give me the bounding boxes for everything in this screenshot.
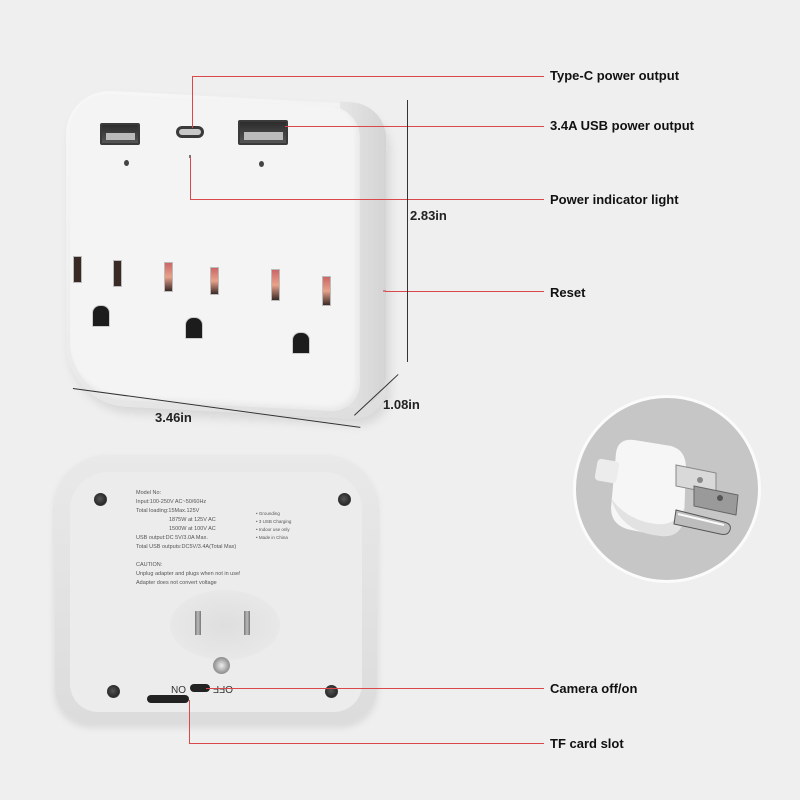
screw-top-right	[338, 493, 351, 506]
callout-tf-slot: TF card slot	[550, 736, 624, 751]
outlet-1-ground	[92, 305, 110, 327]
plug-detail-circle	[573, 395, 761, 583]
prong-shadow	[170, 590, 280, 660]
feature-made-in: • Made in China	[256, 535, 288, 540]
spec-line-1500w: 1500W at 100V AC	[169, 526, 216, 532]
outlet-2-ground	[185, 317, 203, 339]
indicator-led-right	[259, 161, 264, 167]
outlet-1-hot-slot	[113, 260, 122, 287]
caution-title: CAUTION:	[136, 562, 163, 568]
outlet-2-hot-slot	[210, 267, 219, 295]
dimension-line-height	[407, 100, 408, 362]
leader-usb-horizontal	[285, 126, 544, 127]
switch-label-on: ON	[171, 683, 186, 694]
screw-bottom-right	[325, 685, 338, 698]
leader-tf-vertical	[189, 700, 190, 744]
outlet-2-neutral-slot	[164, 262, 173, 292]
leader-tf-horizontal	[189, 743, 544, 744]
reset-button	[383, 290, 386, 292]
spec-line-input: Input:100-250V AC~50/60Hz	[136, 499, 207, 505]
spec-line-usb-output: USB output:DC 5V/3.0A Max.	[136, 535, 208, 541]
camera-switch[interactable]	[190, 684, 210, 692]
feature-grounding: • Grounding	[256, 511, 280, 516]
plug-adapter-icon	[594, 439, 739, 537]
back-prong-left	[195, 611, 201, 635]
outlet-3-hot-slot	[322, 276, 331, 306]
usb-c-port	[176, 126, 204, 138]
leader-indicator-horizontal	[190, 199, 544, 200]
callout-reset: Reset	[550, 285, 586, 300]
indicator-light	[189, 155, 191, 158]
outlet-3-neutral-slot	[271, 269, 280, 301]
screw-bottom-left	[107, 685, 120, 698]
leader-reset-horizontal	[385, 291, 544, 292]
callout-camera: Camera off/on	[550, 681, 638, 696]
tf-card-slot[interactable]	[147, 695, 189, 703]
callout-power-indicator: Power indicator light	[550, 192, 679, 207]
indicator-led-left	[124, 160, 129, 166]
leader-indicator-vertical	[190, 157, 191, 200]
leader-type-c-vertical	[192, 76, 193, 128]
feature-indoor: • Indoor use only	[256, 527, 290, 532]
screw-top-left	[94, 493, 107, 506]
back-ground-pin	[213, 657, 230, 674]
spec-line-model: Model No:	[136, 490, 162, 496]
outlet-3-ground	[292, 332, 310, 354]
outlet-1-neutral-slot	[73, 256, 82, 283]
spec-line-loading: Total loading:15Max.125V	[136, 508, 200, 514]
dimension-depth: 1.08in	[383, 397, 420, 412]
callout-usb-34a: 3.4A USB power output	[550, 118, 694, 133]
dimension-height: 2.83in	[410, 208, 447, 223]
caution-line-1: Unplug adapter and plugs when not in use…	[136, 571, 241, 577]
callout-type-c: Type-C power output	[550, 68, 680, 83]
leader-camera-horizontal	[206, 688, 544, 689]
back-prong-right	[244, 611, 250, 635]
caution-line-2: Adapter does not convert voltage	[136, 580, 217, 586]
feature-usb-charging: • 3 USB Charging	[256, 519, 292, 524]
leader-type-c-horizontal	[192, 76, 544, 77]
usb-a-port-right	[238, 120, 288, 145]
spec-line-1875w: 1875W at 125V AC	[169, 517, 216, 523]
spec-line-total-usb: Total USB outputs:DC5V/3.4A(Total Max)	[136, 544, 237, 550]
dimension-width: 3.46in	[155, 410, 192, 425]
usb-a-port-left	[100, 123, 140, 145]
